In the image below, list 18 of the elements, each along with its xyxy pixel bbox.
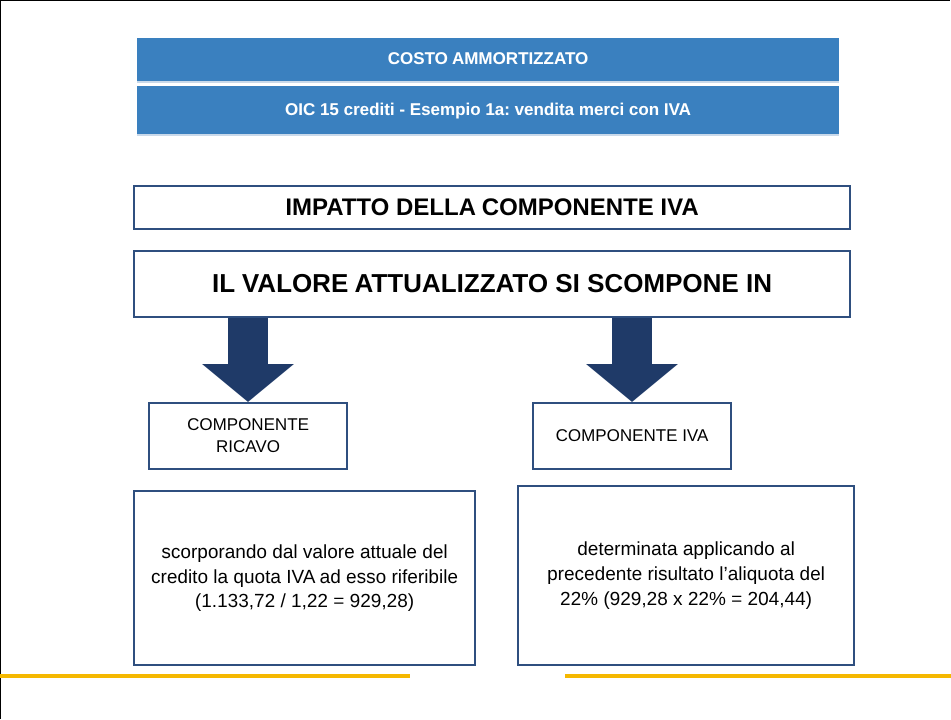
node-text: COMPONENTE RICAVO	[186, 414, 310, 458]
node-text: COMPONENTE IVA	[556, 424, 708, 447]
category-box	[532, 402, 732, 470]
node-text: scorporando dal valore attuale del credito la quota IVA ad esso riferibile (1.133,72 / 1,22 = 929,28)	[150, 540, 459, 614]
heading-box	[133, 185, 851, 230]
node-text: IMPATTO DELLA COMPONENTE IVA	[285, 192, 699, 223]
title-band	[137, 38, 839, 83]
heading-box	[133, 250, 851, 318]
block-arrow	[586, 318, 678, 402]
category-box	[148, 402, 348, 470]
node-text: IL VALORE ATTUALIZZATO SI SCOMPONE IN	[212, 267, 772, 300]
node-text: determinata applicando al precedente risultato l’aliquota del 22% (929,28 x 22% = 204,44)	[546, 538, 826, 612]
title-band	[137, 86, 839, 136]
node-text: OIC 15 crediti - Esempio 1a: vendita merci con IVA	[285, 98, 691, 121]
node-text: COSTO AMMORTIZZATO	[388, 48, 588, 70]
text-box	[517, 485, 855, 666]
block-arrow	[202, 318, 294, 402]
text-box	[133, 490, 476, 666]
